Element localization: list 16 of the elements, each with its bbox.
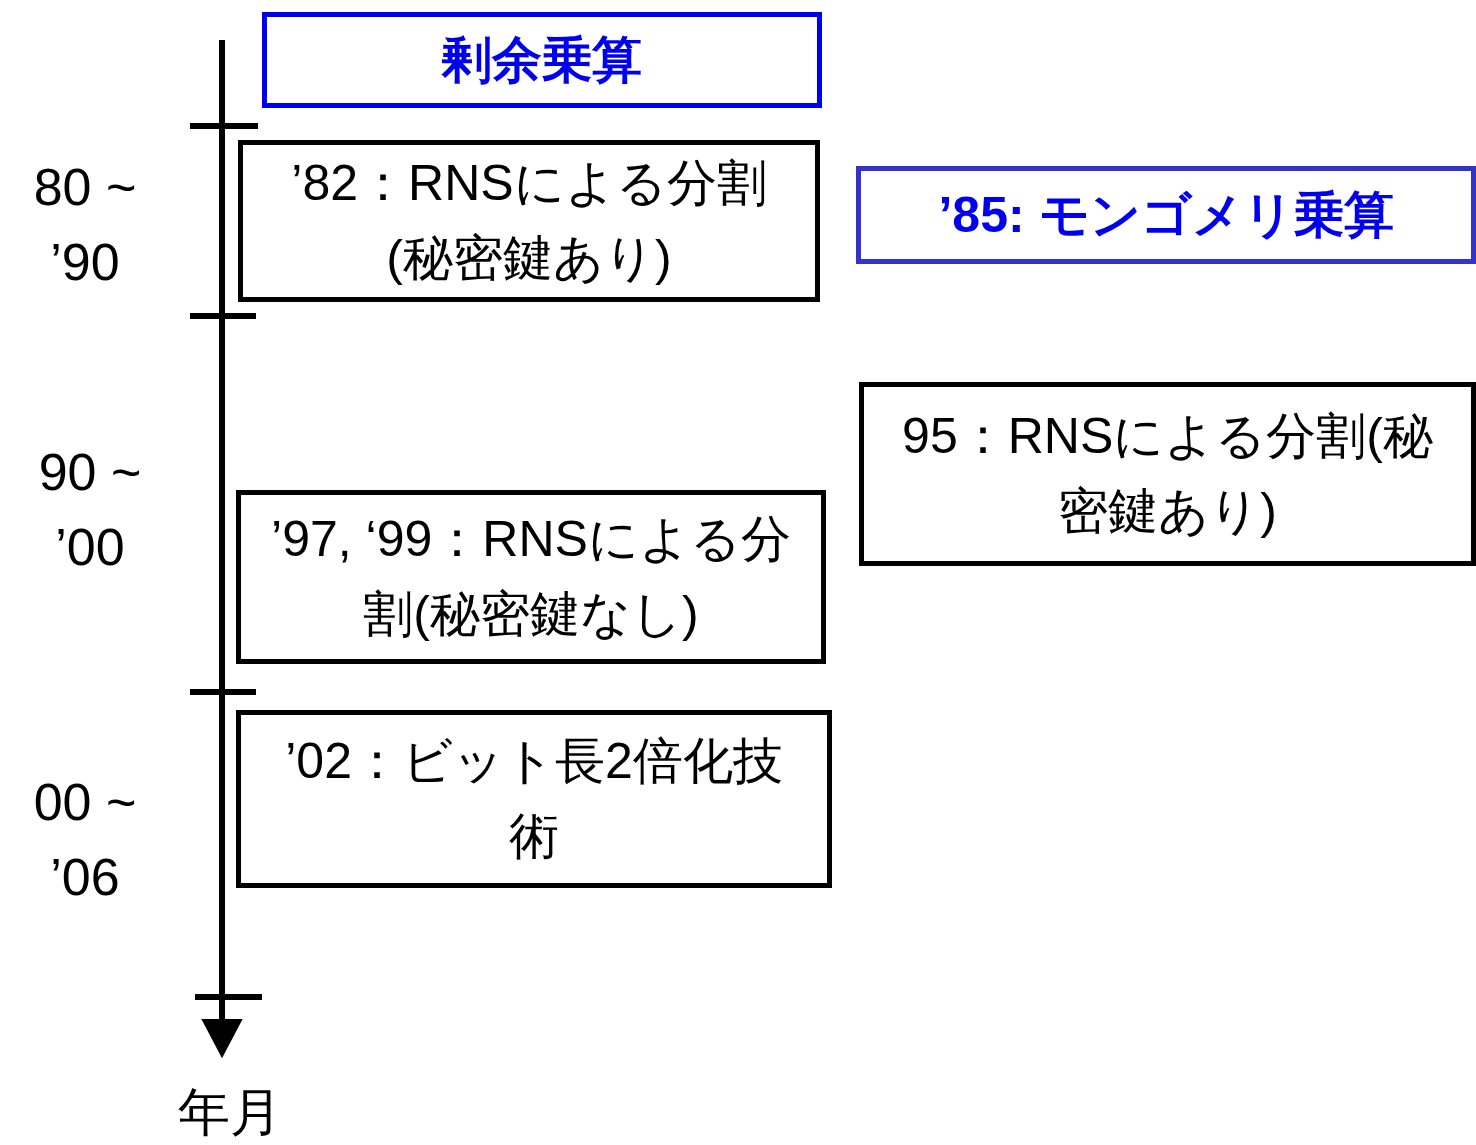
period-label: 00 ~ ’06 <box>32 772 138 909</box>
event-text: 剰余乗算 <box>442 30 642 90</box>
event-text: ’97, ‘99：RNSによる分割(秘密鍵なし) <box>270 510 792 644</box>
period-label: 90 ~ ’00 <box>37 442 143 579</box>
event-box <box>236 710 832 888</box>
event-text: ’02：ビット長2倍化技術 <box>284 732 784 866</box>
event-box <box>859 382 1476 566</box>
axis-label: 年月 <box>177 1082 283 1143</box>
heading-box <box>262 12 822 108</box>
event-box <box>236 490 826 664</box>
heading-box <box>856 166 1476 264</box>
event-text: ’82：RNSによる分割(秘密鍵あり) <box>290 154 768 288</box>
event-text: 95：RNSによる分割(秘密鍵あり) <box>901 407 1434 541</box>
event-text: ’85: モンゴメリ乗算 <box>938 185 1394 245</box>
period-label: 80 ~ ’90 <box>32 157 138 294</box>
event-box <box>238 140 820 302</box>
